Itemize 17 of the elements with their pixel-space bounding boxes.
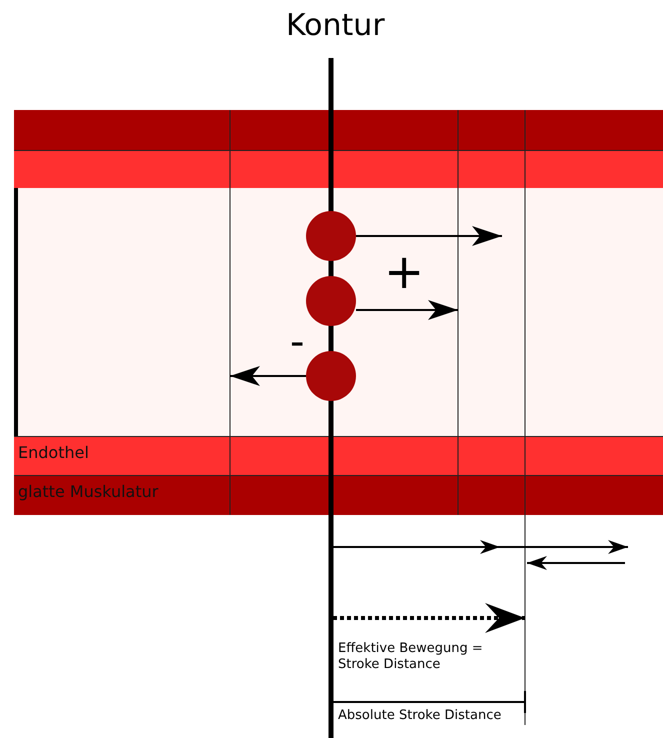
annotation-text: Effektive Bewegung = Stroke Distance: [338, 641, 484, 672]
contour-label: Kontur: [286, 8, 385, 44]
arrow: [356, 300, 458, 320]
layer-label: glatte Muskulatur: [18, 482, 158, 501]
blood-cell: [306, 351, 356, 401]
wall-layer-band: [14, 475, 663, 515]
plus-sign: +: [384, 244, 424, 302]
layer-label: Endothel: [18, 443, 89, 462]
wall-layer-band: [14, 110, 663, 150]
arrow: [356, 226, 502, 246]
arrow: [230, 366, 306, 386]
blood-cell: [306, 211, 356, 261]
wall-layer-band: [14, 436, 663, 475]
wall-layer-band: [14, 150, 663, 188]
blood-cell: [306, 276, 356, 326]
dimension-label: Absolute Stroke Distance: [338, 708, 502, 724]
minus-sign: -: [290, 318, 304, 366]
